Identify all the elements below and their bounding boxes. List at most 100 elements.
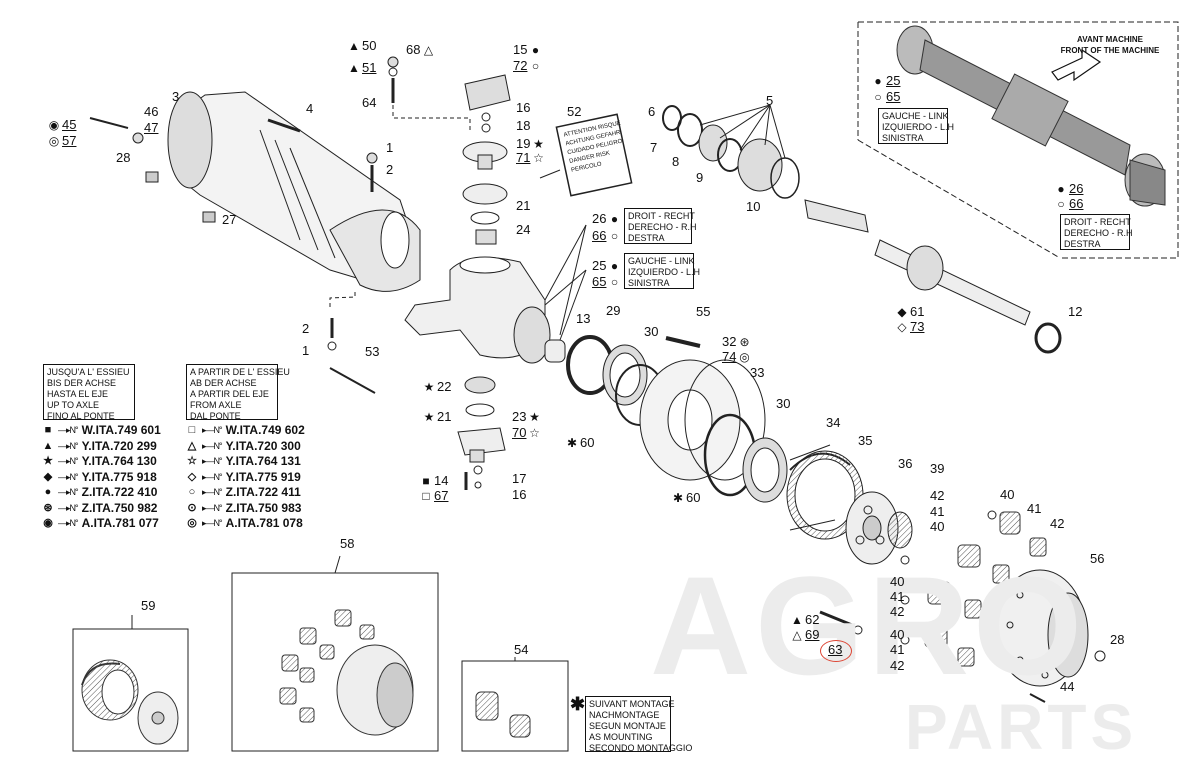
legend-code: Y.ITA.720 300 (225, 438, 301, 453)
callout-18[interactable]: 18 (516, 119, 530, 133)
callout-41a[interactable]: 41 (930, 505, 944, 519)
callout-8[interactable]: 8 (672, 155, 679, 169)
callout-57[interactable]: ◎57 (48, 134, 77, 149)
callout-66[interactable]: 66○ (592, 229, 620, 244)
callout-47[interactable]: 47 (144, 121, 158, 135)
callout-55[interactable]: 55 (696, 305, 710, 319)
callout-41c[interactable]: 41 (890, 590, 904, 604)
callout-39[interactable]: 39 (930, 462, 944, 476)
inset-right-box: DROIT - RECHT DERECHO - R.H DESTRA (1060, 214, 1133, 250)
callout-42c[interactable]: 42 (890, 605, 904, 619)
callout-40c[interactable]: 40 (890, 575, 904, 589)
callout-44[interactable]: 44 (1060, 680, 1074, 694)
callout-12[interactable]: 12 (1068, 305, 1082, 319)
callout-13[interactable]: 13 (576, 312, 590, 326)
callout-42a[interactable]: 42 (930, 489, 944, 503)
callout-54[interactable]: 54 (514, 643, 528, 657)
callout-17[interactable]: 17 (512, 472, 526, 486)
callout-number: 54 (514, 642, 529, 657)
callout-1[interactable]: 1 (386, 141, 393, 155)
callout-67[interactable]: □67 (420, 489, 448, 504)
callout-36[interactable]: 36 (898, 457, 912, 471)
callout-40a[interactable]: 40 (930, 520, 944, 534)
callout-40b[interactable]: 40 (1000, 488, 1014, 502)
callout-69[interactable]: △69 (791, 628, 819, 643)
callout-16[interactable]: 16 (516, 101, 530, 115)
callout-16b[interactable]: 16 (512, 488, 526, 502)
warning-plate (555, 113, 633, 197)
callout-41b[interactable]: 41 (1027, 502, 1041, 516)
callout-40d[interactable]: 40 (890, 628, 904, 642)
callout-19[interactable]: 19★ (516, 137, 544, 152)
callout-33[interactable]: 33 (750, 366, 764, 380)
callout-26-inset[interactable]: ●26 (1055, 182, 1083, 197)
callout-30b[interactable]: 30 (776, 397, 790, 411)
callout-2b[interactable]: 2 (302, 322, 309, 336)
callout-41d[interactable]: 41 (890, 643, 904, 657)
callout-56[interactable]: 56 (1090, 552, 1104, 566)
legend-code: Z.ITA.722 411 (225, 485, 301, 499)
callout-24[interactable]: 24 (516, 223, 530, 237)
callout-42d[interactable]: 42 (890, 659, 904, 673)
callout-72[interactable]: 72○ (513, 59, 541, 74)
callout-50[interactable]: ▲50 (348, 39, 376, 54)
wheel-hub (639, 359, 766, 481)
callout-63[interactable]: 63 (828, 643, 842, 657)
callout-22[interactable]: ★22 (423, 380, 452, 395)
callout-58[interactable]: 58 (340, 537, 354, 551)
callout-35[interactable]: 35 (858, 434, 872, 448)
callout-42b[interactable]: 42 (1050, 517, 1064, 531)
callout-53[interactable]: 53 (365, 345, 379, 359)
callout-14[interactable]: ■14 (420, 474, 448, 489)
callout-4[interactable]: 4 (306, 102, 313, 116)
callout-28[interactable]: 28 (116, 151, 130, 165)
callout-29[interactable]: 29 (606, 304, 620, 318)
as-mounting-box: SUIVANT MONTAGE NACHMONTAGE SEGUN MONTAJ… (585, 696, 692, 753)
callout-62[interactable]: ▲62 (791, 613, 819, 628)
callout-66-inset[interactable]: ○66 (1055, 197, 1083, 212)
callout-65[interactable]: 65○ (592, 275, 620, 290)
callout-3[interactable]: 3 (172, 90, 179, 104)
kit-59-contents (81, 659, 179, 745)
callout-64[interactable]: 64 (362, 96, 376, 110)
callout-5[interactable]: 5 (766, 94, 773, 108)
callout-52[interactable]: 52 (567, 105, 581, 119)
callout-46[interactable]: 46 (144, 105, 158, 119)
callout-number: 59 (141, 598, 156, 613)
callout-2[interactable]: 2 (386, 163, 393, 177)
callout-6[interactable]: 6 (648, 105, 655, 119)
callout-10[interactable]: 10 (746, 200, 760, 214)
callout-32[interactable]: 32⊛ (722, 335, 750, 350)
callout-30[interactable]: 30 (644, 325, 658, 339)
callout-number: 46 (144, 104, 159, 119)
callout-25[interactable]: 25● (592, 259, 620, 274)
callout-7[interactable]: 7 (650, 141, 657, 155)
callout-27[interactable]: 27 (222, 213, 236, 227)
callout-15[interactable]: 15● (513, 43, 541, 58)
callout-51[interactable]: ▲51 (348, 61, 376, 76)
callout-68[interactable]: 68△ (406, 43, 434, 58)
box-line: GAUCHE - LINK (882, 111, 949, 121)
callout-61[interactable]: ◆61 (896, 305, 924, 320)
callout-60b[interactable]: ✱60 (672, 491, 701, 506)
callout-25-inset[interactable]: ●25 (872, 74, 900, 89)
callout-70[interactable]: 70☆ (512, 426, 540, 441)
callout-34[interactable]: 34 (826, 416, 840, 430)
callout-number: 52 (567, 104, 582, 119)
callout-9[interactable]: 9 (696, 171, 703, 185)
callout-21b[interactable]: ★21 (423, 410, 452, 425)
callout-71[interactable]: 71☆ (516, 151, 544, 166)
callout-74[interactable]: 74◎ (722, 350, 750, 365)
callout-59[interactable]: 59 (141, 599, 155, 613)
callout-65-inset[interactable]: ○65 (872, 90, 900, 105)
callout-1b[interactable]: 1 (302, 344, 309, 358)
callout-73[interactable]: ◇73 (896, 320, 924, 335)
callout-23[interactable]: 23★ (512, 410, 540, 425)
callout-26[interactable]: 26● (592, 212, 620, 227)
symbol-icon: ★ (423, 380, 435, 394)
callout-28b[interactable]: 28 (1110, 633, 1124, 647)
callout-number: 56 (1090, 551, 1105, 566)
callout-60a[interactable]: ✱60 (566, 436, 595, 451)
callout-45[interactable]: ◉45 (48, 118, 77, 133)
callout-21[interactable]: 21 (516, 199, 530, 213)
